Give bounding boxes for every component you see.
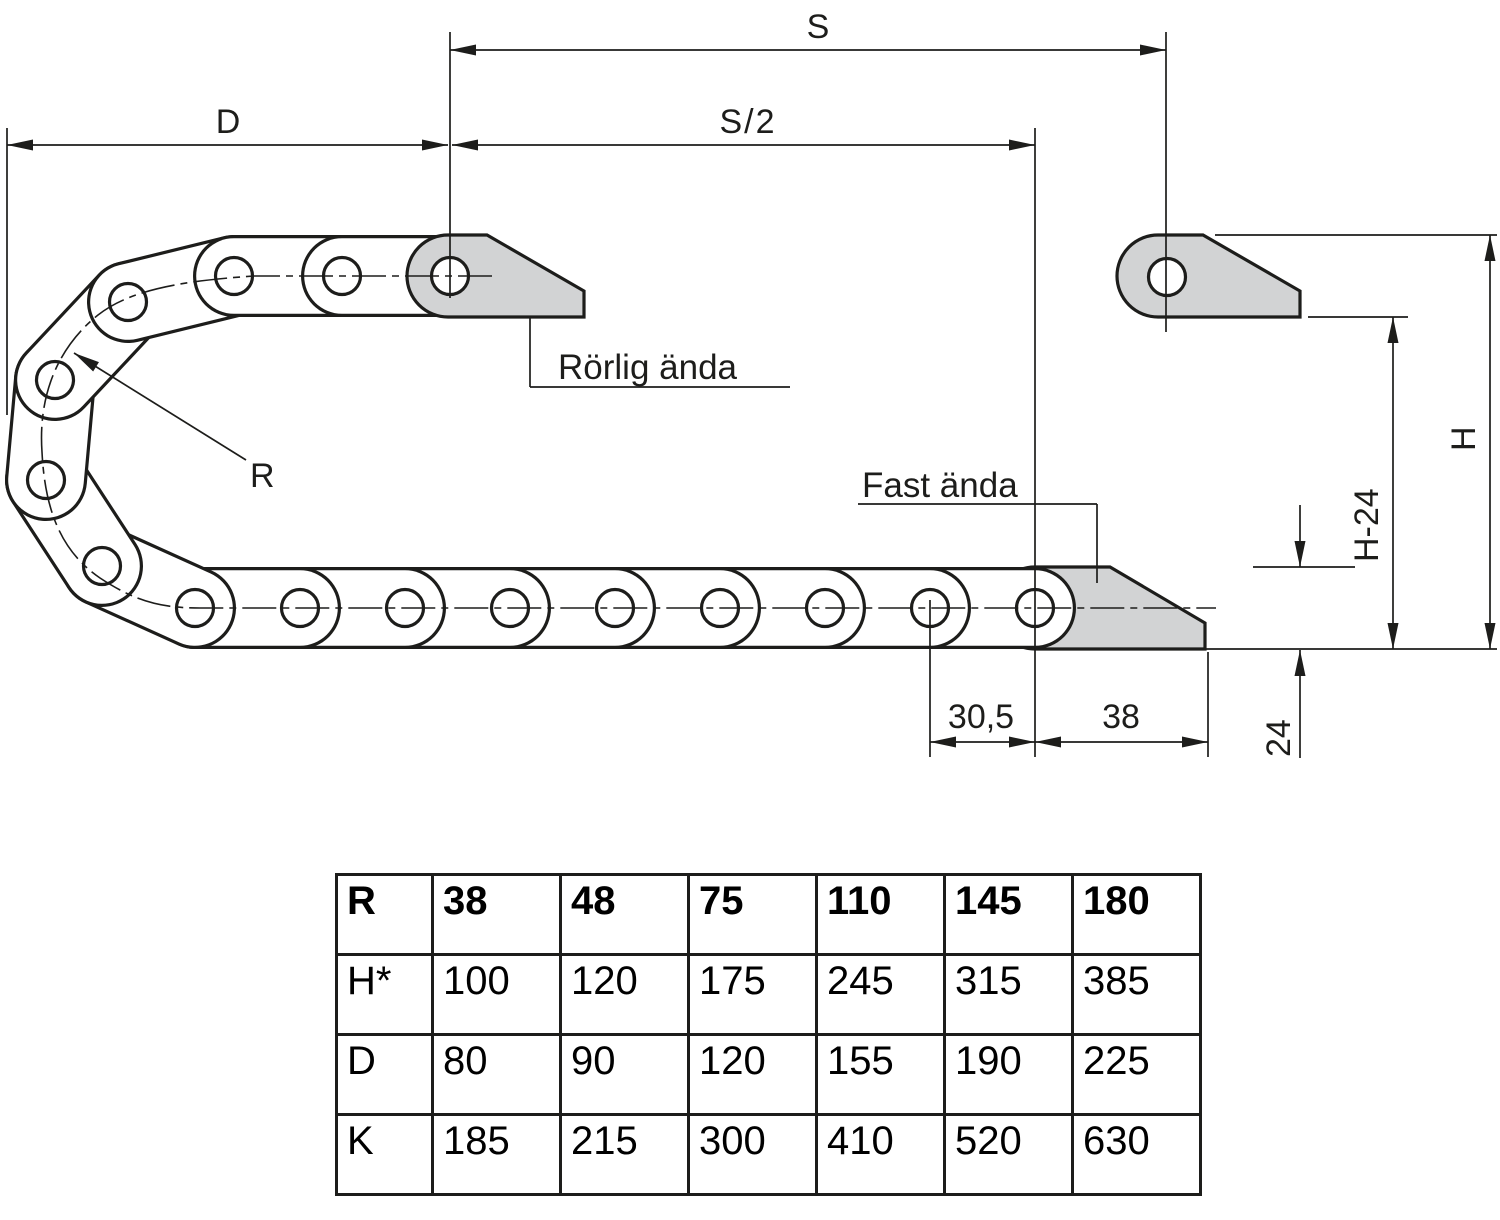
table-cell: 215 <box>559 1113 690 1196</box>
row-label: D <box>335 1033 434 1116</box>
table-cell: 385 <box>1071 953 1202 1036</box>
fixed-end-lug-mounted <box>1115 233 1302 319</box>
row-label: R <box>335 873 434 956</box>
dim-label-24: 24 <box>1260 719 1298 757</box>
arrowhead <box>452 139 478 151</box>
arrowhead <box>1009 139 1035 151</box>
dim-label-d: D <box>216 103 241 141</box>
arrowhead <box>422 139 448 151</box>
dimension-arrowheads <box>7 44 1496 748</box>
table-cell: 185 <box>431 1113 562 1196</box>
table-cell: 75 <box>687 873 818 956</box>
table-cell: 90 <box>559 1033 690 1116</box>
dim-label-h: H <box>1445 426 1483 451</box>
dim-label-h-24: H-24 <box>1348 488 1386 562</box>
extension-lines <box>6 32 1497 757</box>
dim-label-s-half: S/2 <box>719 103 776 141</box>
table-cell: 225 <box>1071 1033 1202 1116</box>
movable-end-lug <box>405 233 586 319</box>
arrowhead <box>1182 736 1208 748</box>
dim-label-r: R <box>250 457 275 495</box>
cable-chain-diagram: S S/2 D R 30,5 38 24 H-24 H Rörlig ända … <box>5 8 1497 758</box>
table-cell: 630 <box>1071 1113 1202 1196</box>
arrowhead <box>1484 623 1496 649</box>
table-cell: 520 <box>943 1113 1074 1196</box>
table-cell: 180 <box>1071 873 1202 956</box>
table-cell: 120 <box>687 1033 818 1116</box>
label-movable-end: Rörlig ända <box>558 348 738 387</box>
dimension-lines <box>7 49 1491 758</box>
arrowhead <box>7 139 33 151</box>
table-cell: 120 <box>559 953 690 1036</box>
pivot-hole <box>107 281 149 323</box>
pivot-hole <box>81 545 123 587</box>
table-cell: 410 <box>815 1113 946 1196</box>
arrowhead <box>74 353 99 372</box>
table-cell: 48 <box>559 873 690 956</box>
table-cell: 38 <box>431 873 562 956</box>
arrowhead <box>1294 650 1306 676</box>
arrowhead <box>1035 736 1061 748</box>
leader-lines <box>73 318 1098 583</box>
dim-label-s: S <box>807 8 830 46</box>
arrowhead <box>1484 235 1496 261</box>
arrowhead <box>1387 317 1399 343</box>
arrowhead <box>1140 44 1166 56</box>
arrowhead <box>1294 541 1306 567</box>
arrowhead <box>1009 736 1035 748</box>
table-cell: 80 <box>431 1033 562 1116</box>
pivot-hole <box>25 459 67 501</box>
table-cell: 145 <box>943 873 1074 956</box>
arrowhead <box>450 44 476 56</box>
row-label: H* <box>335 953 434 1036</box>
chain-links <box>5 235 1076 649</box>
table-cell: 245 <box>815 953 946 1036</box>
table-cell: 300 <box>687 1113 818 1196</box>
dim-label-30-5: 30,5 <box>948 698 1014 736</box>
dim-label-38: 38 <box>1102 698 1140 736</box>
table-cell: 315 <box>943 953 1074 1036</box>
row-label: K <box>335 1113 434 1196</box>
table-cell: 155 <box>815 1033 946 1116</box>
arrowhead <box>930 736 956 748</box>
table-cell: 100 <box>431 953 562 1036</box>
chain-centerline <box>40 275 1216 609</box>
table-cell: 110 <box>815 873 946 956</box>
pivot-hole <box>1146 256 1188 298</box>
table-cell: 175 <box>687 953 818 1036</box>
arrowhead <box>1387 623 1399 649</box>
label-fixed-end: Fast ända <box>862 466 1018 505</box>
table-cell: 190 <box>943 1033 1074 1116</box>
pivot-hole <box>34 359 76 401</box>
